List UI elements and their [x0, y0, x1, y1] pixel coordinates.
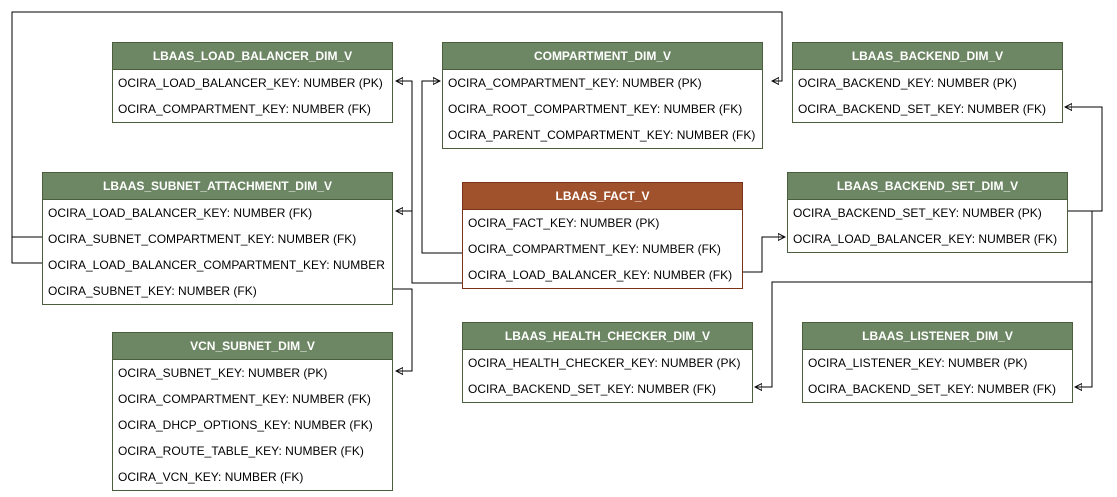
entity-field: OCIRA_LISTENER_KEY: NUMBER (PK): [808, 356, 1028, 370]
entity-title: LBAAS_HEALTH_CHECKER_DIM_V: [463, 323, 752, 350]
entity-lbaas-backend-dim-v: LBAAS_BACKEND_DIM_V OCIRA_BACKEND_KEY: NU…: [792, 42, 1063, 123]
entity-field: OCIRA_BACKEND_SET_KEY: NUMBER (FK): [468, 382, 717, 396]
entity-field: OCIRA_DHCP_OPTIONS_KEY: NUMBER (FK): [118, 418, 373, 432]
connector-fact-to-compartment: [421, 81, 462, 254]
entity-field: OCIRA_LOAD_BALANCER_KEY: NUMBER (FK): [468, 268, 733, 282]
entity-field: OCIRA_BACKEND_SET_KEY: NUMBER (FK): [808, 382, 1057, 396]
entity-compartment-dim-v: COMPARTMENT_DIM_V OCIRA_COMPARTMENT_KEY: …: [442, 42, 763, 149]
entity-title: LBAAS_LOAD_BALANCER_DIM_V: [113, 43, 392, 70]
entity-field: OCIRA_LOAD_BALANCER_KEY: NUMBER (FK): [48, 206, 313, 220]
entity-title: LBAAS_SUBNET_ATTACHMENT_DIM_V: [43, 173, 392, 200]
entity-lbaas-health-checker-dim-v: LBAAS_HEALTH_CHECKER_DIM_V OCIRA_HEALTH_C…: [462, 322, 753, 403]
entity-title: LBAAS_BACKEND_DIM_V: [793, 43, 1062, 70]
entity-title: LBAAS_LISTENER_DIM_V: [803, 323, 1072, 350]
entity-field: OCIRA_SUBNET_COMPARTMENT_KEY: NUMBER (FK…: [48, 232, 357, 246]
entity-field: OCIRA_COMPARTMENT_KEY: NUMBER (FK): [118, 392, 371, 406]
entity-field: OCIRA_COMPARTMENT_KEY: NUMBER (FK): [118, 102, 371, 116]
entity-field: OCIRA_BACKEND_SET_KEY: NUMBER (FK): [798, 102, 1047, 116]
connector-fact-to-backend-set: [743, 237, 785, 273]
connector-subnet-attachment-to-vcn-subnet: [393, 288, 413, 371]
entity-lbaas-fact-v: LBAAS_FACT_V OCIRA_FACT_KEY: NUMBER (PK) O…: [462, 182, 743, 289]
entity-title: COMPARTMENT_DIM_V: [443, 43, 762, 70]
connector-subnet-attachment-to-compartment: [11, 11, 783, 238]
entity-field: OCIRA_BACKEND_KEY: NUMBER (PK): [798, 76, 1017, 90]
entity-field: OCIRA_ROOT_COMPARTMENT_KEY: NUMBER (FK): [448, 102, 743, 116]
connector-fact-to-load-balancer: [396, 81, 462, 284]
connector-subnet-attachment-lb-compartment: [11, 237, 42, 264]
entity-field: OCIRA_LOAD_BALANCER_KEY: NUMBER (FK): [793, 232, 1058, 246]
entity-lbaas-listener-dim-v: LBAAS_LISTENER_DIM_V OCIRA_LISTENER_KEY: …: [802, 322, 1073, 403]
entity-field: OCIRA_LOAD_BALANCER_COMPARTMENT_KEY: NUM…: [48, 258, 385, 272]
entity-field: OCIRA_SUBNET_KEY: NUMBER (FK): [48, 284, 257, 298]
entity-lbaas-load-balancer-dim-v: LBAAS_LOAD_BALANCER_DIM_V OCIRA_LOAD_BALA…: [112, 42, 393, 123]
entity-field: OCIRA_ROUTE_TABLE_KEY: NUMBER (FK): [118, 444, 364, 458]
entity-field: OCIRA_VCN_KEY: NUMBER (FK): [118, 470, 304, 484]
entity-field: OCIRA_FACT_KEY: NUMBER (PK): [468, 216, 660, 230]
entity-title: VCN_SUBNET_DIM_V: [113, 333, 392, 360]
entity-field: OCIRA_BACKEND_SET_KEY: NUMBER (PK): [793, 206, 1042, 220]
entity-lbaas-subnet-attachment-dim-v: LBAAS_SUBNET_ATTACHMENT_DIM_V OCIRA_LOAD_…: [42, 172, 393, 305]
entity-title: LBAAS_FACT_V: [463, 183, 742, 210]
entity-field: OCIRA_SUBNET_KEY: NUMBER (PK): [118, 366, 328, 380]
connector-backend-set-to-backend: [1065, 107, 1103, 212]
connector-backend-set-to-health-checker: [755, 210, 1093, 387]
entity-lbaas-backend-set-dim-v: LBAAS_BACKEND_SET_DIM_V OCIRA_BACKEND_SET…: [787, 172, 1068, 253]
entity-field: OCIRA_HEALTH_CHECKER_KEY: NUMBER (PK): [468, 356, 741, 370]
connector-backend-set-to-listener: [1075, 282, 1093, 387]
entity-field: OCIRA_COMPARTMENT_KEY: NUMBER (FK): [468, 242, 721, 256]
entity-field: OCIRA_COMPARTMENT_KEY: NUMBER (PK): [448, 76, 702, 90]
entity-title: LBAAS_BACKEND_SET_DIM_V: [788, 173, 1067, 200]
entity-vcn-subnet-dim-v: VCN_SUBNET_DIM_V OCIRA_SUBNET_KEY: NUMBER…: [112, 332, 393, 491]
entity-field: OCIRA_PARENT_COMPARTMENT_KEY: NUMBER (FK…: [448, 128, 756, 142]
entity-field: OCIRA_LOAD_BALANCER_KEY: NUMBER (PK): [118, 76, 383, 90]
